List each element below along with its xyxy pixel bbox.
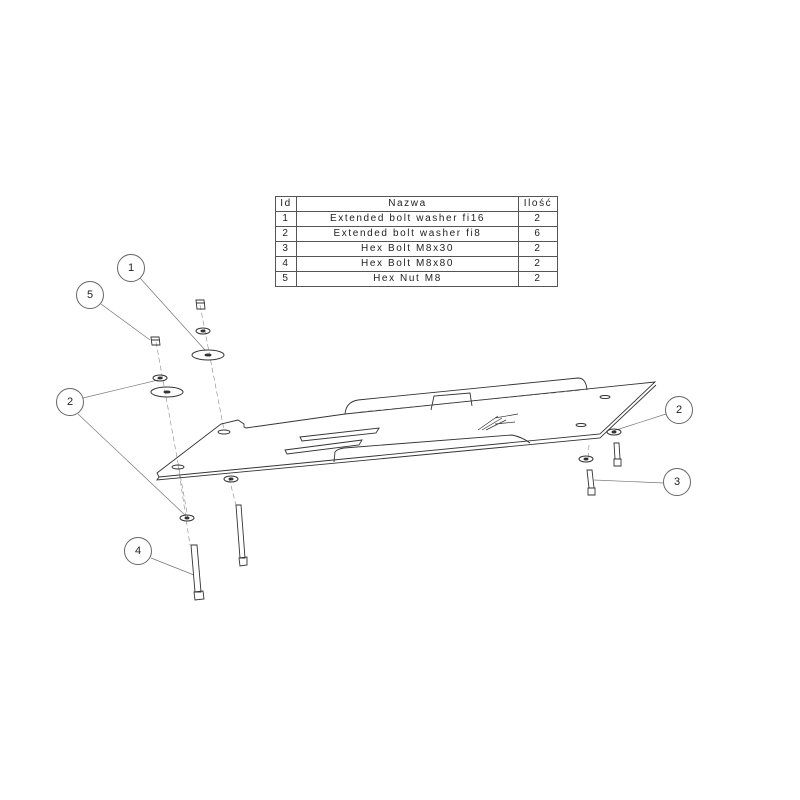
cell-id: 4 xyxy=(275,256,297,272)
cell-qty: 2 xyxy=(518,256,558,272)
header-qty: Ilość xyxy=(518,196,558,212)
cell-name: Extended bolt washer fi8 xyxy=(296,226,519,242)
skid-plate xyxy=(156,377,657,481)
cell-id: 5 xyxy=(275,271,297,287)
header-id: Id xyxy=(275,196,297,212)
cell-name: Hex Bolt M8x30 xyxy=(296,241,519,257)
callout-2-right: 2 xyxy=(665,396,693,424)
cell-name: Hex Nut M8 xyxy=(296,271,519,287)
cell-qty: 2 xyxy=(518,211,558,227)
washers xyxy=(150,327,622,522)
callout-1: 1 xyxy=(117,254,145,282)
cell-id: 2 xyxy=(275,226,297,242)
hex-nuts xyxy=(150,299,206,346)
leader-lines xyxy=(77,277,667,576)
header-name: Nazwa xyxy=(296,196,519,212)
cell-id: 1 xyxy=(275,211,297,227)
cell-qty: 2 xyxy=(518,241,558,257)
cell-name: Hex Bolt M8x80 xyxy=(296,256,519,272)
cell-name: Extended bolt washer fi16 xyxy=(296,211,519,227)
callout-4: 4 xyxy=(124,537,152,565)
cell-id: 3 xyxy=(275,241,297,257)
assembly-axes xyxy=(155,304,590,546)
table-header-row: Id Nazwa Ilość xyxy=(275,196,558,212)
cell-qty: 2 xyxy=(518,271,558,287)
callout-2-left: 2 xyxy=(56,388,84,416)
callout-3: 3 xyxy=(663,468,691,496)
hex-bolts xyxy=(190,442,622,601)
cell-qty: 6 xyxy=(518,226,558,242)
callout-5: 5 xyxy=(76,281,104,309)
